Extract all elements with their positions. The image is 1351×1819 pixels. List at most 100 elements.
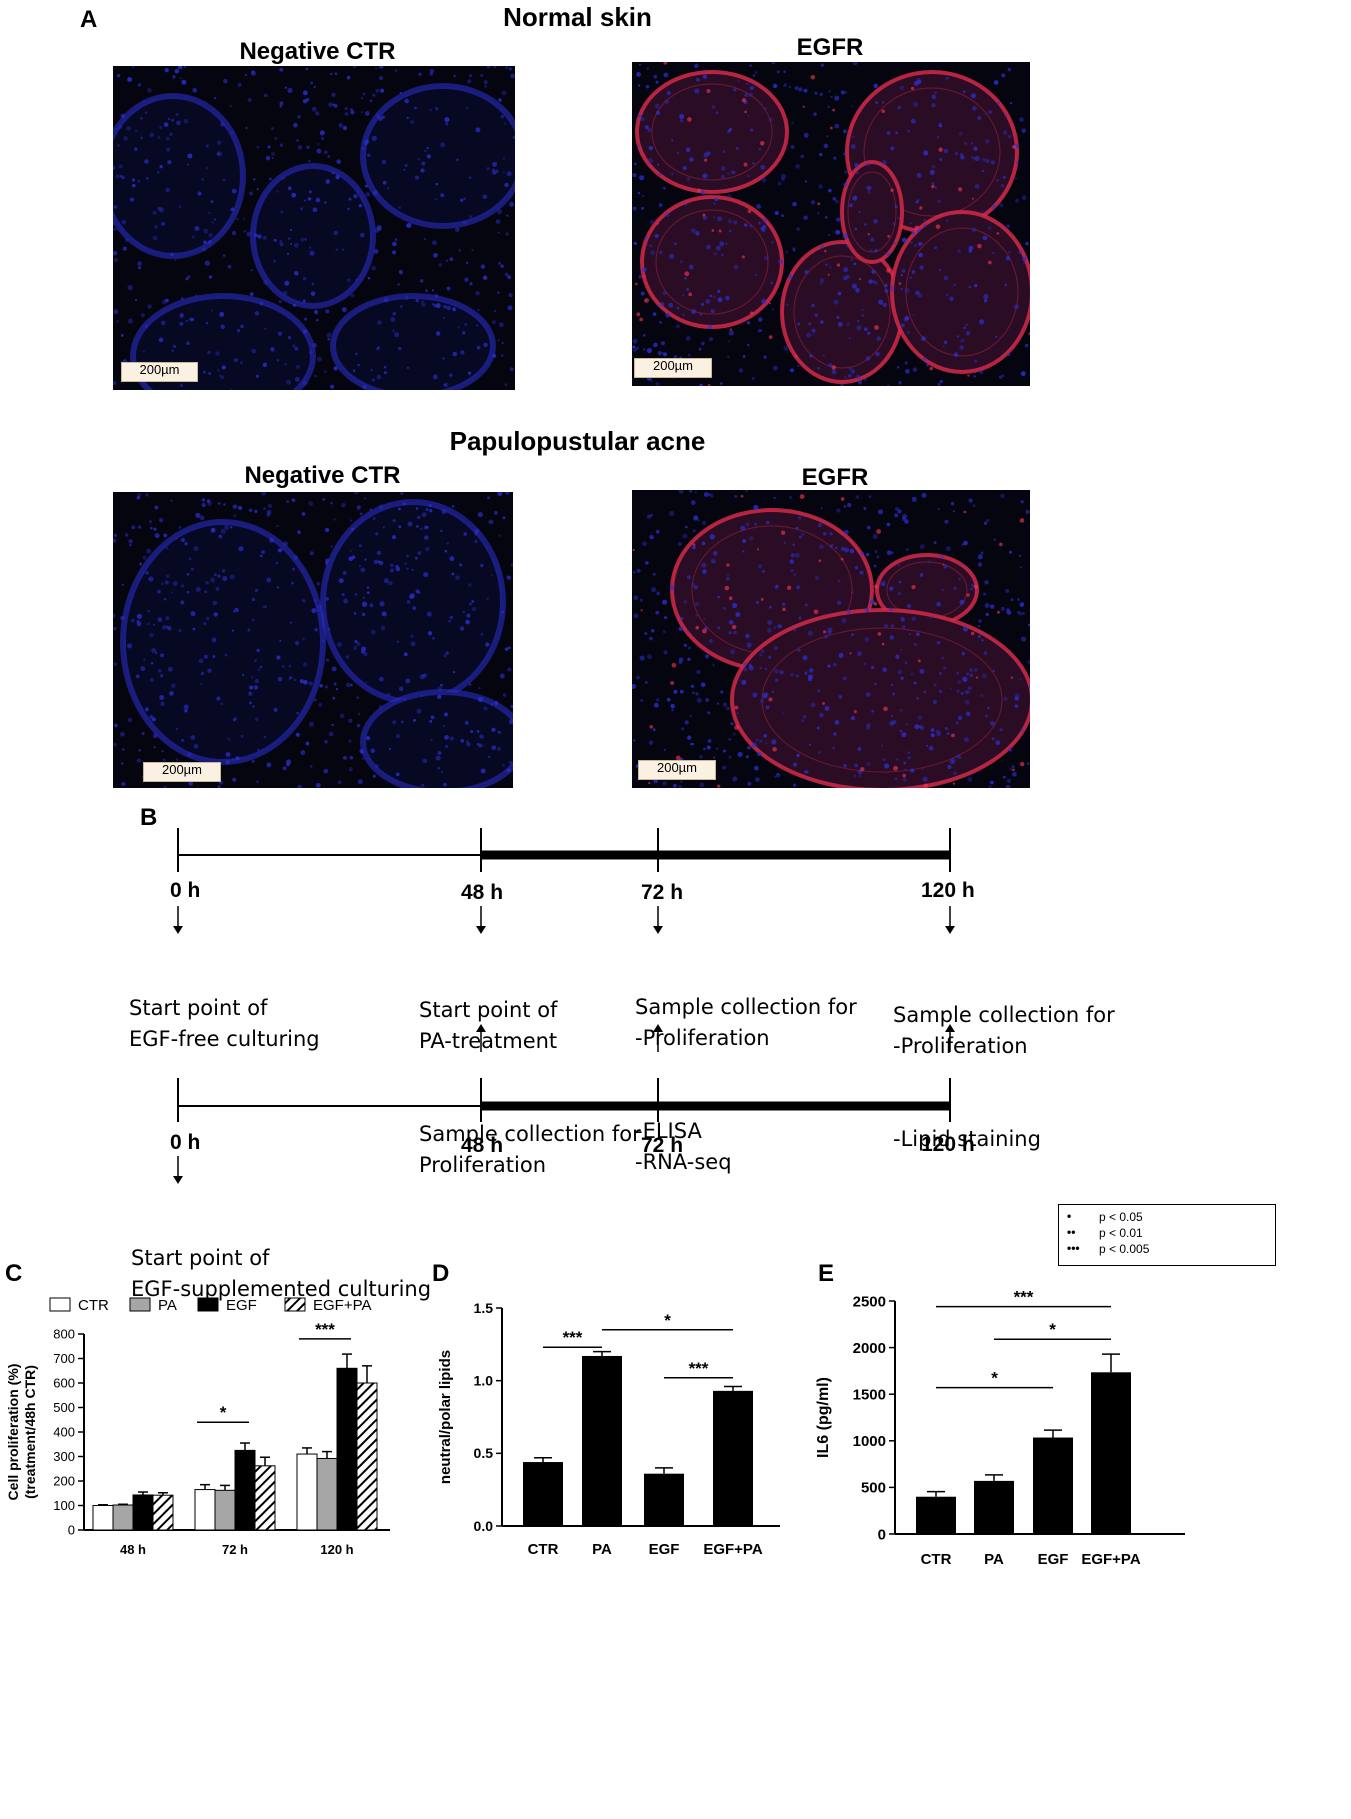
nucleus <box>664 212 670 218</box>
nucleus <box>857 651 862 657</box>
nucleus <box>873 564 877 568</box>
nucleus <box>795 163 801 169</box>
significance-legend: • p < 0.05 •• p < 0.01 ••• p < 0.005 <box>1058 1204 1276 1266</box>
nucleus <box>969 668 973 672</box>
stain-spot <box>1012 145 1016 149</box>
nucleus <box>358 565 361 568</box>
nucleus <box>304 317 308 321</box>
nucleus <box>982 236 985 240</box>
nucleus <box>898 380 902 385</box>
nucleus <box>304 199 307 202</box>
nucleus <box>901 618 905 623</box>
nucleus <box>683 643 687 647</box>
nucleus <box>165 616 170 621</box>
nucleus <box>347 207 350 211</box>
stain-spot <box>656 222 659 225</box>
acne-egfr-label: EGFR <box>801 464 869 491</box>
nucleus <box>988 110 993 114</box>
nucleus <box>696 77 700 82</box>
nucleus <box>652 728 656 732</box>
nucleus <box>425 289 428 292</box>
nucleus <box>894 205 898 209</box>
nucleus <box>755 738 759 742</box>
nucleus <box>459 626 465 631</box>
nucleus <box>194 294 198 297</box>
legend-swatch <box>49 1297 71 1312</box>
nucleus <box>693 585 699 590</box>
nucleus <box>376 374 382 380</box>
nucleus <box>317 609 320 612</box>
nucleus <box>816 726 820 730</box>
nucleus <box>483 342 488 347</box>
nucleus <box>480 768 486 774</box>
nucleus <box>510 563 513 567</box>
nucleus <box>747 114 750 118</box>
nucleus <box>837 321 843 327</box>
nucleus <box>662 290 668 296</box>
nucleus <box>962 626 969 632</box>
nucleus <box>308 160 311 163</box>
nucleus <box>469 282 473 286</box>
nucleus <box>1022 612 1025 615</box>
nucleus <box>170 252 174 257</box>
nucleus <box>116 73 121 78</box>
nucleus <box>186 590 190 594</box>
nucleus <box>926 744 929 747</box>
nucleus <box>157 206 162 211</box>
nucleus <box>817 211 820 215</box>
nucleus <box>1025 509 1030 515</box>
stain-spot <box>893 765 899 771</box>
nucleus <box>443 712 449 717</box>
nucleus <box>392 312 396 316</box>
nucleus <box>763 692 769 698</box>
nucleus <box>950 501 955 506</box>
nucleus <box>961 651 965 656</box>
nucleus <box>635 346 640 350</box>
stain-spot <box>996 232 1000 235</box>
nucleus <box>260 554 263 558</box>
nucleus <box>361 612 366 617</box>
nucleus <box>702 74 707 79</box>
nucleus <box>889 285 893 289</box>
nucleus <box>771 739 777 745</box>
nucleus <box>480 264 486 269</box>
nucleus <box>834 123 840 129</box>
nucleus <box>1003 696 1008 701</box>
nucleus <box>310 291 316 296</box>
nucleus <box>748 663 753 668</box>
nucleus <box>791 121 794 125</box>
nucleus <box>315 111 320 116</box>
nucleus <box>205 166 209 170</box>
nucleus <box>178 628 182 633</box>
nucleus <box>650 250 656 256</box>
nucleus <box>843 764 847 768</box>
nucleus <box>395 238 398 241</box>
bar-egf+pa <box>152 1494 174 1531</box>
nucleus <box>395 733 400 739</box>
nucleus <box>956 754 961 759</box>
stain-spot <box>818 559 822 562</box>
nucleus <box>855 374 861 380</box>
nucleus <box>339 713 345 719</box>
nucleus <box>702 569 707 574</box>
nucleus <box>509 367 514 371</box>
bar-ctr <box>92 1505 114 1531</box>
nucleus <box>921 492 927 498</box>
nucleus <box>476 345 481 350</box>
nucleus <box>965 711 971 717</box>
nucleus <box>740 525 746 531</box>
gland-inner <box>905 227 1019 357</box>
nucleus <box>1015 198 1020 203</box>
nucleus <box>983 651 988 655</box>
nucleus <box>664 99 670 104</box>
nucleus <box>940 656 945 660</box>
nucleus <box>915 290 920 296</box>
nucleus <box>648 636 653 641</box>
nucleus <box>702 173 708 179</box>
nucleus <box>383 297 389 303</box>
stain-spot <box>768 335 773 340</box>
nucleus <box>303 329 308 334</box>
nucleus <box>319 130 325 136</box>
nucleus <box>255 374 260 378</box>
nucleus <box>390 568 395 573</box>
